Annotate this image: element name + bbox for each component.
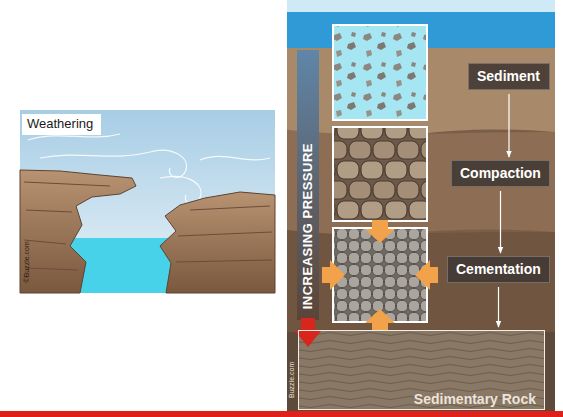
progress-bar <box>0 411 563 417</box>
panel-heading: Weathering <box>22 114 101 135</box>
rock-strata <box>176 206 272 262</box>
compaction-picture <box>333 127 427 221</box>
pressure-strip <box>297 50 319 320</box>
watermark: Buzzle.com <box>288 362 296 398</box>
flow-arrow <box>498 287 499 327</box>
sediment-pebbles <box>333 25 427 120</box>
wind-line <box>200 156 270 160</box>
rock-band: Sedimentary Rock <box>298 330 545 410</box>
squeeze-arrow <box>365 309 395 331</box>
sediment-picture <box>333 25 427 120</box>
compaction-stones <box>333 127 427 221</box>
node-text: Cementation <box>456 261 541 277</box>
stage-label: Sediment <box>468 63 550 90</box>
earth <box>287 0 555 417</box>
sky-band <box>287 0 555 12</box>
right-cliff <box>160 192 275 293</box>
node-text: Sediment <box>477 68 540 84</box>
squeeze-arrow <box>415 260 438 290</box>
sedimentary-rock-slab <box>298 330 545 410</box>
stage-label: Cementation <box>447 256 550 283</box>
squeeze-arrow <box>365 220 395 243</box>
node-text: Compaction <box>460 165 541 181</box>
flow-arrow <box>508 94 509 157</box>
left-cliff <box>20 170 136 293</box>
node-text: Sedimentary Rock <box>414 391 536 407</box>
node-text: Weathering <box>27 117 93 132</box>
squeeze-arrow <box>322 260 345 290</box>
rock-strata <box>24 182 110 270</box>
wind-swirl <box>160 176 201 203</box>
flow-arrow <box>500 191 501 253</box>
axis-label: INCREASING PRESSURE <box>301 143 315 309</box>
watermark: ©Buzzle.com <box>22 241 30 282</box>
sky <box>20 110 275 293</box>
stage-label: Compaction <box>451 160 550 187</box>
rock-strata <box>298 330 545 410</box>
